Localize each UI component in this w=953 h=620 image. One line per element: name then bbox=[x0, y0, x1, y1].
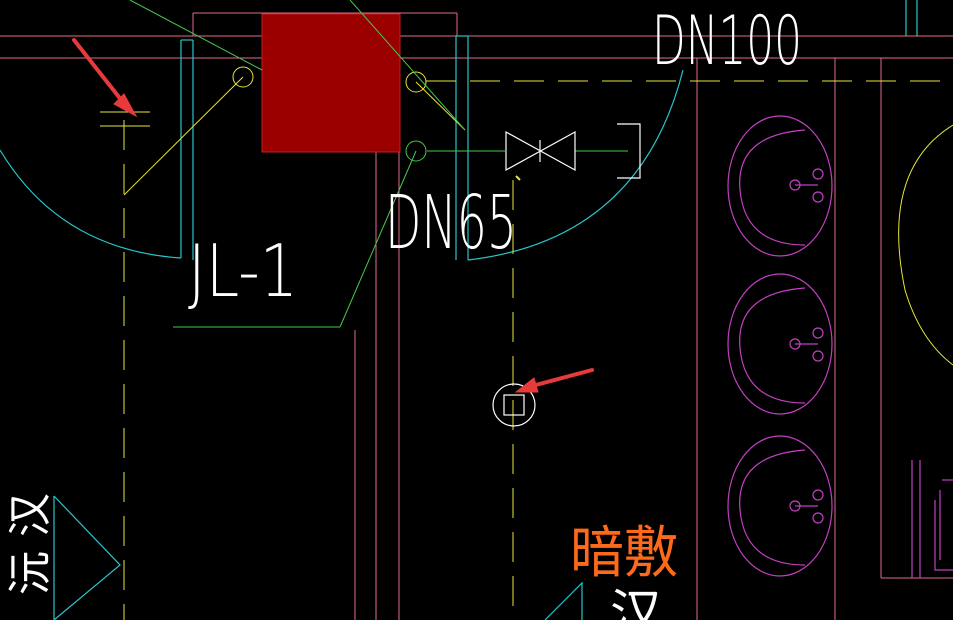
yellow-dashed-pipes bbox=[100, 80, 953, 620]
basin-3 bbox=[727, 435, 833, 577]
equipment-block[interactable] bbox=[261, 13, 401, 153]
basin-2 bbox=[727, 273, 833, 415]
gate-valve-icon[interactable] bbox=[505, 123, 641, 179]
arrow-left bbox=[72, 38, 138, 118]
concealed-install-note: 暗敷 bbox=[570, 521, 678, 586]
pipe-size-dn100-label: DN100 bbox=[652, 2, 802, 81]
basin-1 bbox=[727, 115, 833, 257]
partial-bottom-text: 汉 bbox=[610, 585, 662, 620]
cursor-tick bbox=[515, 175, 521, 181]
arrow-right bbox=[514, 368, 594, 393]
riser-jl1-label: JL-1 bbox=[188, 229, 298, 313]
pipe-size-dn65-label: DN65 bbox=[385, 180, 517, 266]
green-pipes bbox=[129, 0, 628, 328]
annotation-arrows bbox=[72, 38, 594, 393]
partial-left-text: 沅 汉 bbox=[5, 493, 56, 595]
yellow-leaders bbox=[123, 66, 953, 366]
floor-drain-icon[interactable] bbox=[492, 383, 536, 427]
wash-basins bbox=[727, 115, 953, 578]
cyan-lines bbox=[0, 0, 918, 620]
